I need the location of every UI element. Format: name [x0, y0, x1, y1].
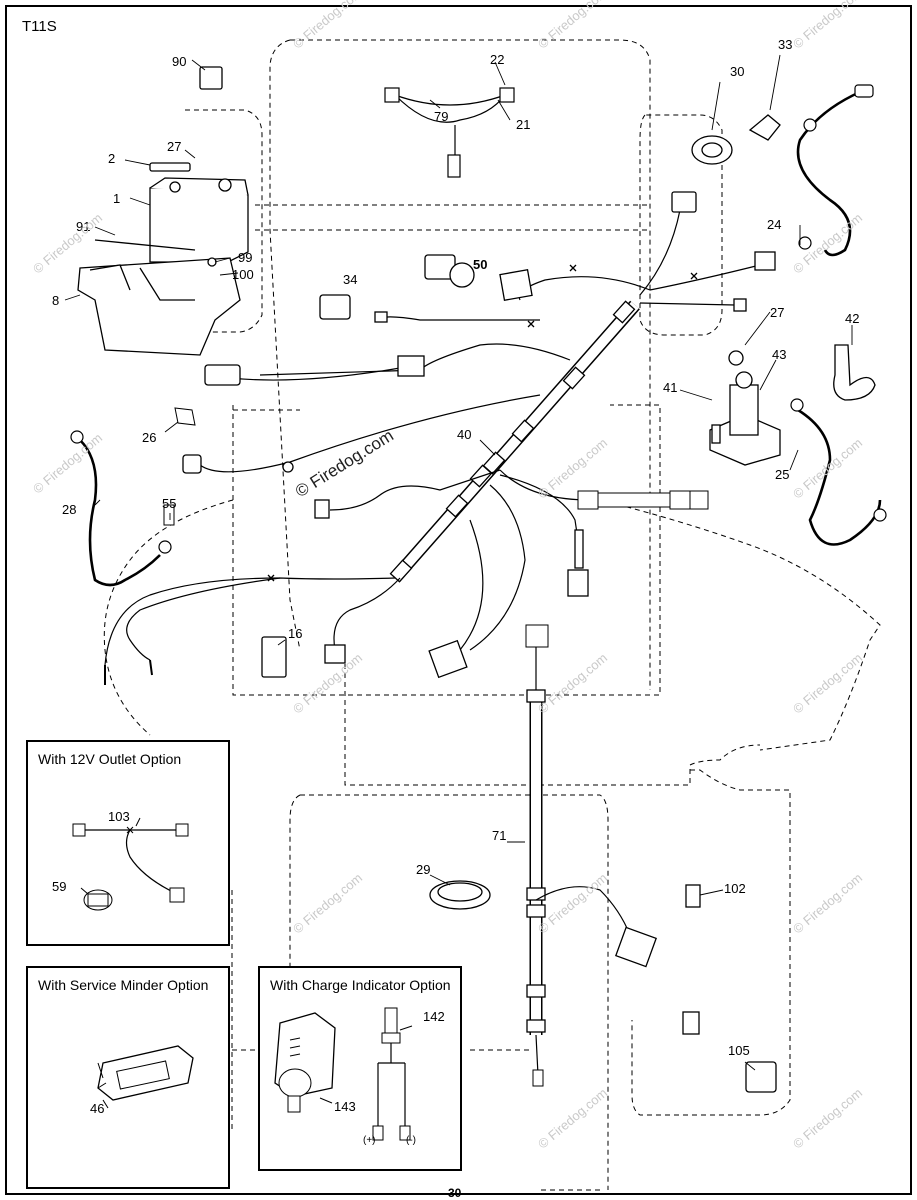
right-harness [577, 490, 709, 510]
callout-142: 142 [423, 1009, 445, 1024]
callout-27: 27 [167, 139, 182, 154]
callout-41: 41 [663, 380, 678, 395]
battery-assembly [77, 66, 249, 356]
wires [104, 209, 761, 666]
inset-title: With 12V Outlet Option [38, 751, 182, 767]
diagram-id: T11S [22, 18, 57, 35]
callout-102: 102 [724, 881, 746, 896]
callout-21: 21 [516, 117, 531, 132]
page-number: 30 [448, 1186, 462, 1200]
ignition-switch [691, 114, 781, 165]
outlet-harness-illustration [72, 817, 189, 911]
inset-service-minder: With Service Minder Option 46 [26, 966, 230, 1189]
callout-26: 26 [142, 430, 157, 445]
headlight-harness [384, 87, 515, 178]
inset-12v-outlet: With 12V Outlet Option 103 59 [26, 740, 230, 946]
callout-46: 46 [90, 1101, 105, 1116]
harness-71 [525, 624, 631, 1087]
callout-34: 34 [343, 272, 358, 287]
callout-90: 90 [172, 54, 187, 69]
callout-33: 33 [778, 37, 793, 52]
plus-terminal-label: (+) [363, 1135, 376, 1146]
callout-50: 50 [473, 257, 488, 272]
starter-solenoid [709, 344, 876, 466]
inset-title: With Service Minder Option [38, 977, 209, 993]
callout-99: 99 [238, 250, 253, 265]
callout-42: 42 [845, 311, 860, 326]
callout-1: 1 [113, 191, 121, 206]
callout-40: 40 [457, 427, 472, 442]
connectors [182, 191, 777, 1093]
callout-143: 143 [334, 1099, 356, 1114]
callout-105: 105 [728, 1043, 750, 1058]
callout-43: 43 [772, 347, 787, 362]
chassis-outline [103, 39, 881, 1191]
callout-30: 30 [730, 64, 745, 79]
callout-103: 103 [108, 809, 130, 824]
callout-25: 25 [775, 467, 790, 482]
callout-55: 55 [162, 496, 177, 511]
callout-24: 24 [767, 217, 782, 232]
callout-16: 16 [288, 626, 303, 641]
callout-28: 28 [62, 502, 77, 517]
inset-title: With Charge Indicator Option [270, 977, 451, 993]
callout-27b: 27 [770, 305, 785, 320]
callout-59: 59 [52, 879, 67, 894]
callout-71: 71 [492, 828, 507, 843]
minus-terminal-label: (-) [406, 1135, 416, 1146]
service-minder-illustration [97, 1045, 194, 1109]
charge-indicator-illustration [274, 1007, 413, 1141]
battery-cables [79, 90, 882, 587]
callout-22: 22 [490, 52, 505, 67]
callout-91: 91 [76, 219, 91, 234]
callout-29: 29 [416, 862, 431, 877]
callout-79: 79 [434, 109, 449, 124]
callout-8: 8 [52, 293, 60, 308]
callout-2: 2 [108, 151, 116, 166]
inset-charge-indicator: With Charge Indicator Option 142 143 (+)… [258, 966, 462, 1171]
callout-100: 100 [232, 267, 254, 282]
page-border [5, 5, 912, 1195]
leader-lines [64, 54, 853, 1071]
